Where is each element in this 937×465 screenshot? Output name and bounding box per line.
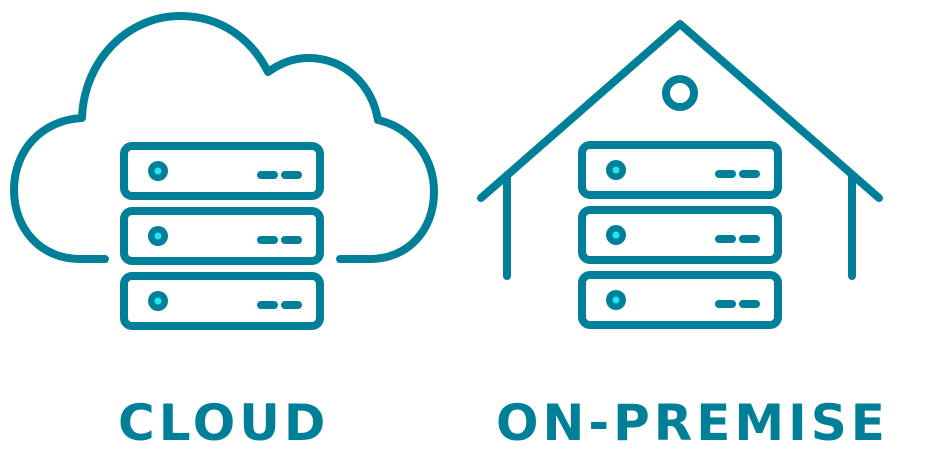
house-server-icon	[477, 20, 883, 325]
attic-window-icon	[662, 75, 698, 111]
server-stack-icon	[582, 145, 778, 325]
cloud-server-icon	[10, 12, 438, 326]
cloud-label: CLOUD	[118, 394, 330, 452]
on-premise-label: ON-PREMISE	[496, 394, 889, 452]
server-stack-icon	[124, 146, 320, 326]
